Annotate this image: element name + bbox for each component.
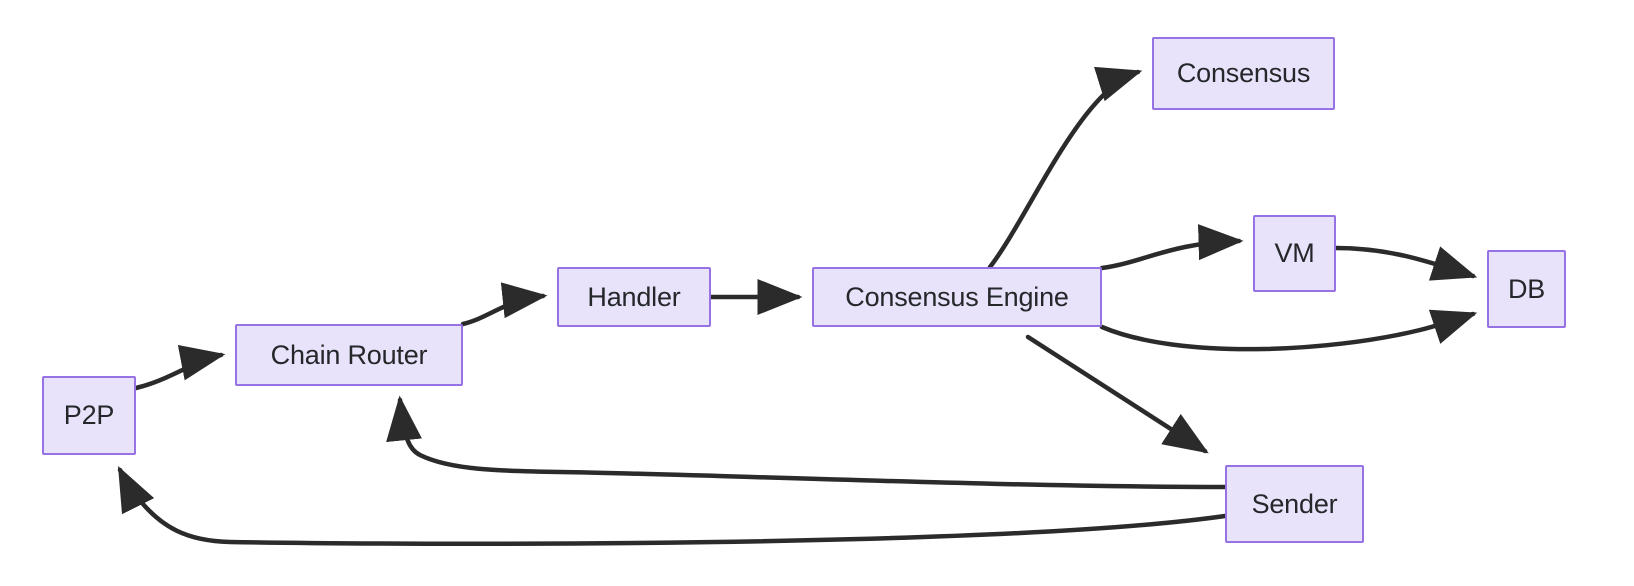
node-chain-router[interactable]: Chain Router xyxy=(235,324,463,386)
edge-sender-to-chain-router xyxy=(386,395,1228,490)
edge-p2p-to-chain-router xyxy=(133,344,226,391)
edge-consensus-engine-to-consensus xyxy=(987,66,1143,270)
edge-consensus-engine-to-vm xyxy=(1099,224,1244,271)
node-consensus[interactable]: Consensus xyxy=(1152,37,1335,110)
node-sender-label: Sender xyxy=(1251,488,1338,519)
node-vm[interactable]: VM xyxy=(1253,215,1336,292)
node-handler-label: Handler xyxy=(587,281,681,312)
edge-sender-to-p2p xyxy=(117,465,1228,547)
node-consensus-engine[interactable]: Consensus Engine xyxy=(812,267,1102,327)
node-db[interactable]: DB xyxy=(1487,250,1566,328)
node-p2p-label: P2P xyxy=(63,400,115,430)
node-chain-router-label: Chain Router xyxy=(270,339,428,370)
node-p2p[interactable]: P2P xyxy=(42,376,136,455)
edge-consensus-engine-to-sender xyxy=(1025,334,1209,454)
edge-vm-to-db xyxy=(1333,245,1478,281)
edge-chain-router-to-handler xyxy=(460,282,548,327)
node-handler[interactable]: Handler xyxy=(557,267,711,327)
edge-consensus-engine-to-db xyxy=(1099,309,1478,352)
node-db-label: DB xyxy=(1507,273,1546,304)
node-sender[interactable]: Sender xyxy=(1225,465,1364,543)
node-consensus-label: Consensus xyxy=(1176,58,1311,88)
node-consensus-engine-label: Consensus Engine xyxy=(845,281,1069,312)
node-vm-label: VM xyxy=(1274,238,1315,268)
